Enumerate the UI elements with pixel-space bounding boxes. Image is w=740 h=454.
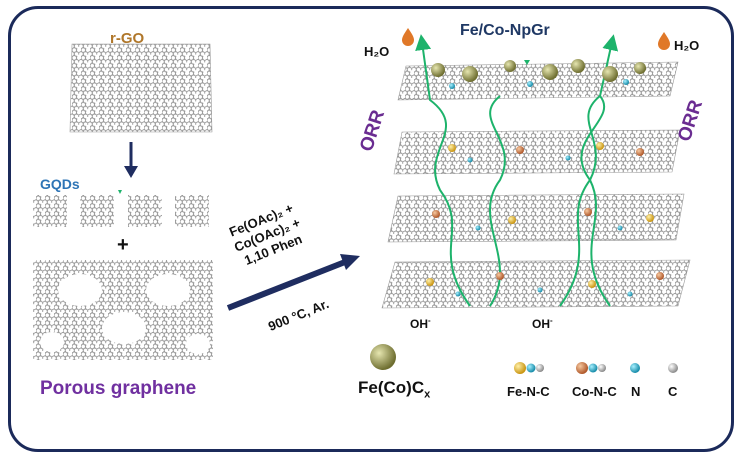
gqds-label: GQDs [40,176,80,192]
legend-conc-label: Co-N-C [572,384,617,399]
water-drop-icon [658,32,670,50]
plus-sign: + [117,234,129,256]
active-sites [426,142,664,297]
legend-conc-icon [576,362,606,374]
legend-fecx-sphere [370,344,396,370]
oh-left-label: OH- [410,316,431,331]
reaction-arrow [226,254,360,311]
h2o-left-label: H₂O [364,44,390,59]
fecx-particles-top [431,59,646,89]
legend-fecx-label: Fe(Co)Cx [358,378,431,401]
reaction-paths [415,34,619,307]
down-arrow-head [124,166,138,178]
gqd-dot-4 [175,195,209,227]
gqd-dot-1 [33,195,67,227]
gqd-marker [118,190,122,194]
porous-graphene-label: Porous graphene [40,378,197,399]
legend-fenc-icon [514,362,544,374]
porous-graphene-sheet [33,260,213,360]
layer-3 [387,193,685,243]
gqd-dot-2 [80,195,114,227]
gqd-dot-3 [128,195,162,227]
legend-c-label: C [668,384,678,399]
layer-2 [393,129,681,175]
oh-right-label: OH- [532,316,553,331]
legend-n-label: N [631,384,641,399]
product-label: Fe/Co-NpGr [460,22,550,39]
legend-fenc-label: Fe-N-C [507,384,550,399]
water-drop-icon [402,28,414,46]
legend-c-icon [668,363,678,373]
legend-n-icon [630,363,640,373]
h2o-right-label: H₂O [674,38,700,53]
rgo-sheet [69,43,213,133]
rgo-label: r-GO [110,30,145,47]
